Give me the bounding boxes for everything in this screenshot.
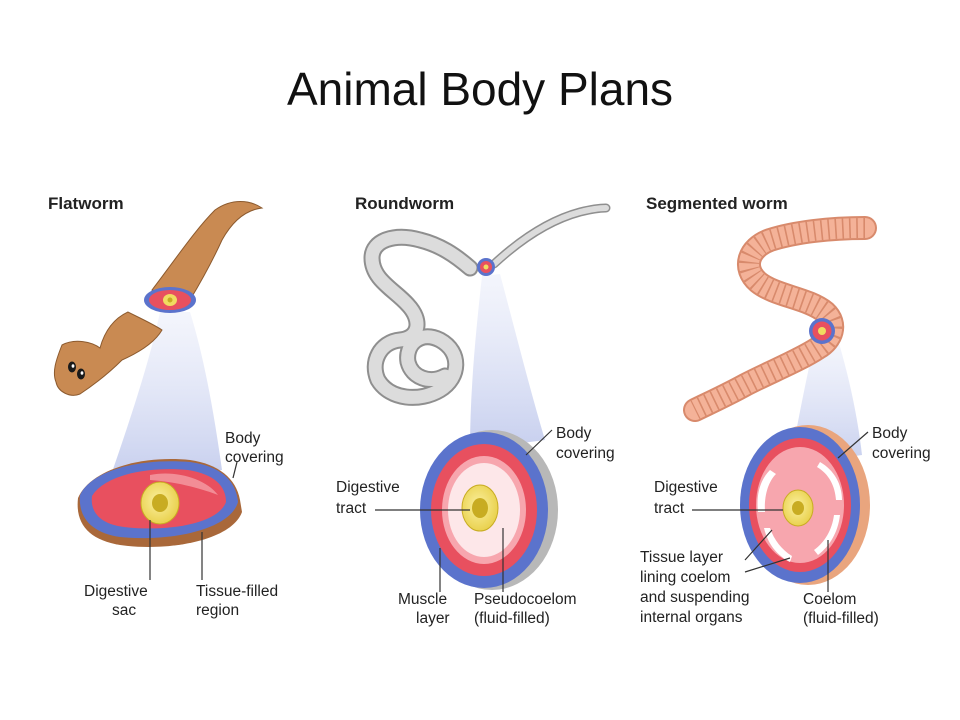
roundworm-cross-section — [420, 430, 558, 590]
roundworm-label-digestive-tract-2: tract — [336, 500, 367, 517]
flatworm-label-tissue-filled: Tissue-filled — [196, 583, 278, 600]
segmented-worm-cross-section — [740, 425, 870, 585]
roundworm-body — [363, 203, 611, 406]
flatworm-label-body-covering-2: covering — [225, 449, 284, 466]
roundworm-magnification-beam — [470, 274, 545, 450]
flatworm-label-body-covering: Body — [225, 430, 261, 447]
segmented-label-tissue-layer-2: lining coelom — [640, 569, 730, 586]
slide-title: Animal Body Plans — [286, 63, 674, 115]
segmented-label-body-covering-2: covering — [872, 445, 931, 462]
roundworm-label-muscle-layer: Muscle — [398, 591, 447, 608]
segmented-label-coelom-2: (fluid-filled) — [803, 610, 879, 627]
flatworm-heading: Flatworm — [48, 194, 124, 213]
flatworm-tail-section — [151, 201, 264, 301]
segmented-label-digestive-tract: Digestive — [654, 479, 718, 496]
roundworm-label-body-covering: Body — [556, 425, 592, 442]
segmented-label-coelom: Coelom — [803, 591, 856, 608]
roundworm-label-pseudocoelom: Pseudocoelom — [474, 591, 577, 608]
segmented-label-tissue-layer-3: and suspending — [640, 589, 749, 606]
segmented-label-tissue-layer-4: internal organs — [640, 609, 743, 626]
segmented-label-body-covering: Body — [872, 425, 908, 442]
flatworm-label-digestive-sac-2: sac — [112, 602, 136, 619]
flatworm-magnification-beam — [110, 312, 222, 478]
flatworm-cross-section — [77, 459, 242, 547]
segmented-worm-body — [683, 216, 877, 422]
segmented-label-tissue-layer: Tissue layer — [640, 549, 723, 566]
flatworm-label-digestive-sac: Digestive — [84, 583, 148, 600]
segmented-label-digestive-tract-2: tract — [654, 500, 685, 517]
flatworm-eyespots — [68, 361, 85, 380]
flatworm-cut-section — [144, 287, 196, 313]
roundworm-label-pseudocoelom-2: (fluid-filled) — [474, 610, 550, 627]
flatworm-label-tissue-filled-2: region — [196, 602, 239, 619]
roundworm-cut-section — [477, 258, 495, 276]
roundworm-label-body-covering-2: covering — [556, 445, 615, 462]
roundworm-panel: Body covering Digestive tract Muscle lay… — [336, 203, 615, 627]
segmented-worm-cut-section — [809, 318, 835, 344]
segmented-worm-heading: Segmented worm — [646, 194, 788, 213]
segmented-worm-panel: Body covering Digestive tract Tissue lay… — [640, 216, 931, 627]
flatworm-panel: Body covering Digestive sac Tissue-fille… — [53, 201, 284, 619]
roundworm-label-digestive-tract: Digestive — [336, 479, 400, 496]
roundworm-heading: Roundworm — [355, 194, 455, 213]
roundworm-label-muscle-layer-2: layer — [416, 610, 450, 627]
